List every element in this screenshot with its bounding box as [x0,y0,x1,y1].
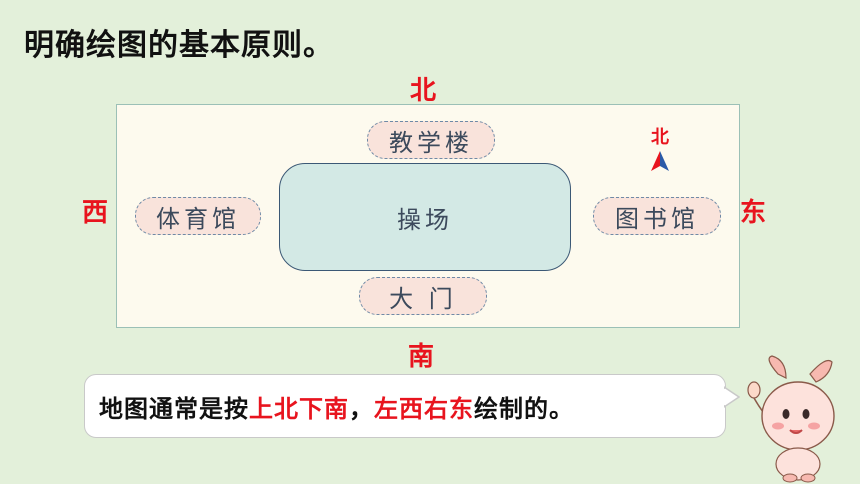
place-teaching-building-label: 教学楼 [389,128,473,157]
place-teaching-building: 教学楼 [367,121,495,159]
place-playground-label: 操场 [397,205,453,234]
place-gate: 大 门 [359,277,487,315]
place-gym: 体育馆 [135,197,261,235]
compass: 北 [645,123,675,173]
compass-north-label: 北 [651,127,669,148]
callout-highlight-north-south: 上北下南 [249,394,349,423]
place-playground: 操场 [279,163,571,271]
page-title: 明确绘图的基本原则。 [24,28,334,63]
callout-tail [724,386,740,408]
direction-west-label: 西 [82,198,109,228]
place-gym-label: 体育馆 [156,204,240,233]
place-library-label: 图书馆 [615,204,699,233]
school-map: 教学楼 体育馆 操场 图书馆 大 门 北 [116,104,740,328]
callout-text-end: 绘制的。 [474,394,574,423]
callout-comma: ， [349,394,374,423]
place-gate-label: 大 门 [389,284,457,313]
rule-callout: 地图通常是按上北下南，左西右东绘制的。 [84,374,726,438]
north-arrow-icon [651,151,669,171]
place-library: 图书馆 [593,197,721,235]
peach-mascot-icon [747,355,835,483]
direction-east-label: 东 [740,198,767,228]
callout-highlight-west-east: 左西右东 [374,394,474,423]
direction-south-label: 南 [408,342,435,372]
callout-text-1: 地图通常是按 [99,394,249,423]
direction-north-label: 北 [410,76,437,106]
